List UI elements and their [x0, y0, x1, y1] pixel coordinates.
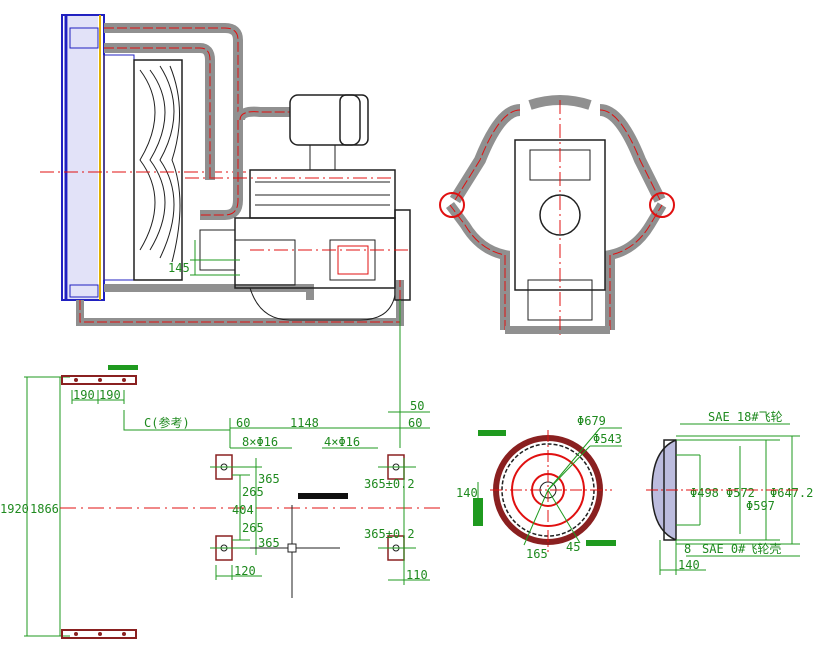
- dim-365-a-label: 365: [258, 472, 280, 486]
- dim-120-label: 120: [234, 564, 256, 578]
- sae-flywheel-label: SAE 18#飞轮: [708, 410, 783, 424]
- dim-140-right-label: 140: [678, 558, 700, 572]
- dim-60-right-label: 60: [408, 416, 422, 430]
- dim-190-a-label: 190: [73, 388, 95, 402]
- dim-1866-label: 1866: [30, 502, 59, 516]
- dim-145-label: 145: [168, 261, 190, 275]
- holes-4-label: 4×Φ16: [324, 435, 360, 449]
- dim-45-label: 45: [566, 540, 580, 554]
- dim-365-tol-b-label: 365±0.2: [364, 527, 415, 541]
- dim-265-b-label: 265: [242, 521, 264, 535]
- mount-frame-dims: 190 190 1920 1866: [0, 365, 138, 639]
- mounting-plan: 50 60 C(参考) 60 1148 8×Φ16 4×Φ16 365 265 …: [123, 300, 430, 598]
- dim-1920-label: 1920: [0, 502, 29, 516]
- dim-190-b-label: 190: [99, 388, 121, 402]
- dia-543-label: Φ543: [593, 432, 622, 446]
- flywheel-housing-view: SAE 18#飞轮 Φ498 Φ572 Φ647.2 Φ597 8 SAE 0#…: [646, 410, 813, 575]
- dim-140-left-label: 140: [456, 486, 478, 500]
- dia-572-label: Φ572: [726, 486, 755, 500]
- sae-housing-label: SAE 0#飞轮壳: [702, 542, 781, 556]
- dim-1148-label: 1148: [290, 416, 319, 430]
- dia-597-label: Φ597: [746, 499, 775, 513]
- dim-50-label: 50: [410, 399, 424, 413]
- dim-110-label: 110: [406, 568, 428, 582]
- dim-404-label: 404: [232, 503, 254, 517]
- cooling-pipes: [76, 23, 404, 326]
- flywheel-end-view: Φ679 Φ543 140 165 45: [456, 414, 622, 561]
- dim-365-tol-a-label: 365±0.2: [364, 477, 415, 491]
- ref-c-label: C(参考): [144, 415, 190, 430]
- dia-679-label: Φ679: [577, 414, 606, 428]
- dim-8-label: 8: [684, 542, 691, 556]
- dim-145: 145: [168, 240, 240, 276]
- radiator: [61, 14, 135, 301]
- engine-side-view: [185, 94, 411, 321]
- dim-60-label: 60: [236, 416, 250, 430]
- dim-165-label: 165: [526, 547, 548, 561]
- engine-front-view: [439, 95, 675, 335]
- dia-647-label: Φ647.2: [770, 486, 813, 500]
- dia-498-label: Φ498: [690, 486, 719, 500]
- dim-265-a-label: 265: [242, 485, 264, 499]
- dim-365-b-label: 365: [258, 536, 280, 550]
- holes-8-label: 8×Φ16: [242, 435, 278, 449]
